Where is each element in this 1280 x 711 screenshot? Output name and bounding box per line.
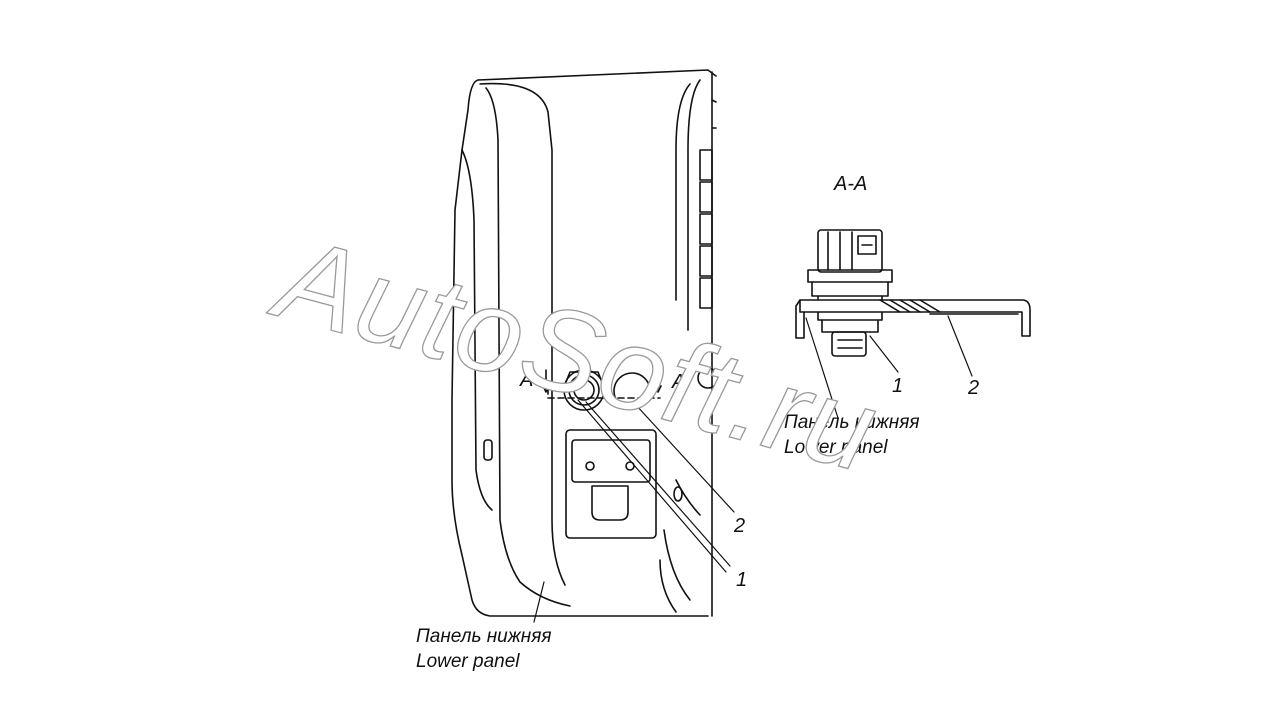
caption-detail-en: Lower panel [784, 437, 888, 458]
caption-main: Панель нижняя Lower panel [416, 624, 552, 674]
callout-2-main: 2 [734, 515, 746, 537]
connector-socket-1 [563, 369, 605, 411]
bracket-plate [565, 429, 657, 539]
caption-main-en: Lower panel [416, 651, 520, 672]
plug-2 [613, 372, 651, 410]
caption-detail-ru: Панель нижняя [784, 412, 920, 433]
section-marker-left: А [520, 369, 534, 391]
callout-1-detail: 1 [892, 375, 904, 397]
caption-detail: Панель нижняя Lower panel [784, 410, 920, 460]
main-leader-lines [533, 399, 735, 623]
section-view-a-a [795, 229, 1031, 419]
section-marker-right: А [672, 371, 686, 393]
caption-main-ru: Панель нижняя [416, 626, 552, 647]
section-title: А-А [834, 173, 868, 195]
callout-1-main: 1 [736, 569, 748, 591]
lower-panel-outline [451, 69, 719, 617]
callout-2-detail: 2 [968, 377, 980, 399]
